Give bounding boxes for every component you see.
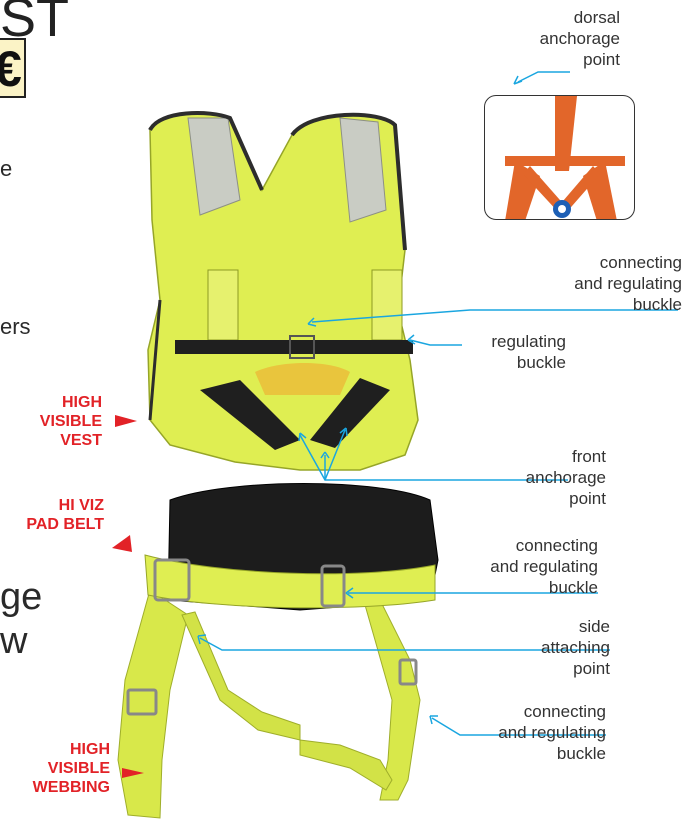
callout-hi-viz-pad-belt: HI VIZ PAD BELT — [0, 496, 104, 534]
label-connecting-regulating-top: connecting and regulating buckle — [548, 252, 682, 315]
label-dorsal-anchorage: dorsal anchorage point — [500, 7, 620, 70]
label-side-attaching: side attaching point — [500, 616, 610, 679]
callout-high-visible-webbing: HIGH VISIBLE WEBBING — [10, 740, 110, 797]
callout-high-visible-vest: HIGH VISIBLE VEST — [10, 393, 102, 450]
vest-arrow — [115, 415, 137, 427]
regulating-leader — [410, 340, 462, 345]
label-regulating-buckle: regulating buckle — [466, 331, 566, 373]
dorsal-leader — [518, 72, 570, 82]
webbing-arrow — [122, 768, 144, 778]
belt-arrow — [112, 535, 132, 552]
label-connecting-regulating-bottom: connecting and regulating buckle — [466, 701, 606, 764]
label-front-anchorage: front anchorage point — [488, 446, 606, 509]
label-connecting-regulating-mid: connecting and regulating buckle — [458, 535, 598, 598]
